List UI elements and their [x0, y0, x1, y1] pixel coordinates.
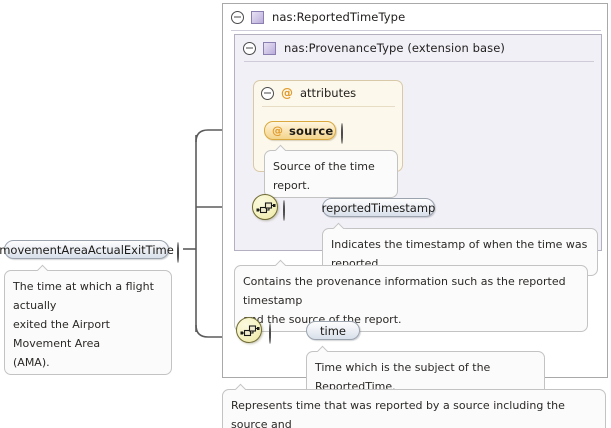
annotation-reported-time-type: Represents time that was reported by a s… [222, 389, 606, 428]
expander-minus-icon-reported-time-type[interactable] [231, 10, 244, 24]
type-square-icon-reported-time-type [251, 10, 264, 24]
element-label-reported-timestamp: reportedTimestamp [321, 200, 436, 215]
attribute-label-source: source [289, 123, 334, 138]
expander-minus-icon-provenance-type[interactable] [243, 41, 256, 55]
attributes-group-header: @ attributes [254, 81, 404, 105]
expander-plus-icon-source[interactable] [341, 123, 343, 144]
expander-minus-icon-root-element[interactable] [177, 242, 179, 263]
sequence-icon-provenance[interactable] [252, 194, 278, 220]
type-title-provenance-type: nas:ProvenanceType (extension base) [284, 41, 506, 55]
annotation-text-root-element: The time at which a flight actually exit… [13, 280, 154, 369]
expander-minus-icon-sequence-reported-time[interactable] [269, 323, 271, 344]
sequence-icon-reported-time[interactable] [236, 317, 262, 343]
annotation-text-provenance-type: Contains the provenance information such… [243, 275, 566, 326]
type-header-reported-time-type: nas:ReportedTimeType [223, 4, 609, 30]
expander-minus-icon-sequence-provenance[interactable] [283, 200, 285, 221]
expander-minus-icon-attributes[interactable] [261, 86, 274, 100]
element-node-time[interactable]: time [306, 321, 360, 340]
attribute-node-source[interactable]: @ source [264, 121, 336, 140]
annotation-provenance-type: Contains the provenance information such… [234, 265, 588, 332]
at-sign-icon-source: @ [272, 124, 283, 137]
inner-type-header-divider [244, 61, 594, 62]
type-header-divider [231, 30, 601, 31]
element-label-time: time [320, 323, 346, 338]
attributes-header-divider [262, 106, 395, 107]
annotation-root-element: The time at which a flight actually exit… [4, 270, 172, 375]
attributes-group-label: attributes [300, 86, 357, 100]
annotation-text-source: Source of the time report. [273, 160, 375, 192]
annotation-text-reported-time-type: Represents time that was reported by a s… [231, 399, 565, 428]
type-title-reported-time-type: nas:ReportedTimeType [272, 10, 406, 24]
element-node-movement-area-actual-exit-time[interactable]: movementAreaActualExitTime [0, 240, 174, 259]
type-header-provenance-type: nas:ProvenanceType (extension base) [235, 35, 603, 61]
element-node-reported-timestamp[interactable]: reportedTimestamp [322, 198, 435, 217]
element-label-movement-area-actual-exit-time: movementAreaActualExitTime [0, 242, 174, 257]
at-sign-icon-attributes: @ [281, 86, 293, 100]
annotation-source: Source of the time report. [264, 150, 398, 198]
type-square-icon-provenance-type [263, 41, 276, 55]
